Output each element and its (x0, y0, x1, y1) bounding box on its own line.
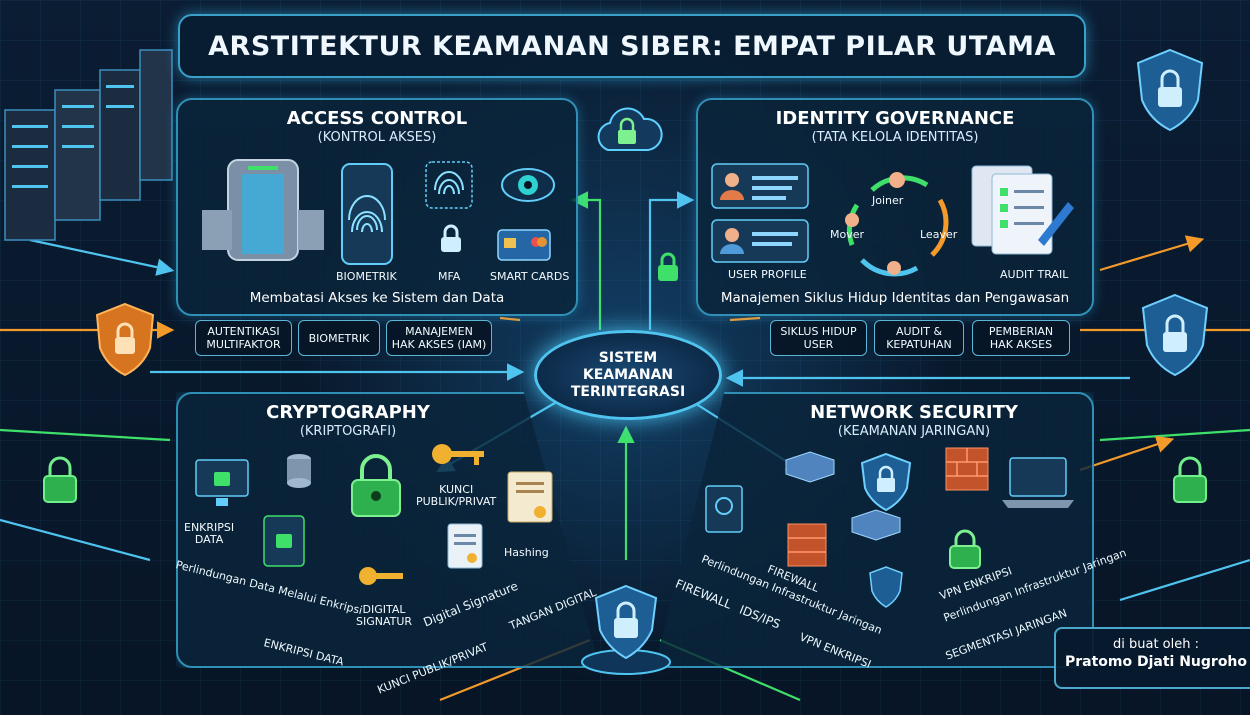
fingerprint-icon (425, 161, 473, 209)
shield-lock-icon (1141, 293, 1209, 377)
identity-governance-title: IDENTITY GOVERNANCE (775, 108, 1015, 129)
hub-line-2: KEAMANAN (582, 366, 674, 383)
padlock-icon (1173, 456, 1207, 503)
checklist-icon (971, 165, 1074, 255)
credit-author: Pratomo Djati Nugroho (1064, 654, 1248, 670)
label-hashing: Hashing (504, 546, 549, 559)
padlock-icon (43, 456, 77, 503)
label-user-profile: USER PROFILE (728, 268, 807, 281)
tag-audit-kepatuhan: AUDIT & KEPATUHAN (874, 320, 964, 356)
padlock-icon (441, 224, 461, 252)
tag-biometrik: BIOMETRIK (298, 320, 380, 356)
fingerprint-icon (341, 163, 393, 265)
firewall-icon (945, 447, 989, 491)
hub-line-1: SISTEM (598, 349, 658, 366)
tag-manajemen-hak-akses: MANAJEMEN HAK AKSES (IAM) (386, 320, 492, 356)
tag-autentikasi-multifaktor: AUTENTIKASI MULTIFAKTOR (195, 320, 292, 356)
network-security-subtitle: (KEAMANAN JARINGAN) (837, 424, 991, 439)
label-enkripsi-data: ENKRIPSI DATA (184, 521, 235, 546)
eye-icon (501, 168, 555, 202)
label-kunci-publik-privat: KUNCI PUBLIK/PRIVAT (416, 483, 497, 508)
page-title: ARSTITEKTUR KEAMANAN SIBER: EMPAT PILAR … (178, 14, 1086, 78)
certificate-icon (447, 523, 483, 569)
access-control-caption: Membatasi Akses ke Sistem dan Data (249, 290, 505, 306)
key-icon (432, 444, 484, 465)
integrated-security-hub: SISTEM KEAMANAN TERINTEGRASI (534, 330, 722, 420)
padlock-icon (351, 454, 401, 517)
tag-siklus-hidup-user: SIKLUS HIDUP USER (770, 320, 867, 356)
label-digital-signatur: DIGITAL SIGNATUR (356, 603, 413, 628)
cryptography-subtitle: (KRIPTOGRAFI) (299, 424, 397, 439)
shield-lock-icon (95, 302, 155, 377)
access-control-subtitle: (KONTROL AKSES) (317, 130, 437, 145)
monitor-icon (195, 459, 249, 506)
server-icon (785, 451, 835, 483)
label-joiner: Joiner (872, 194, 904, 207)
access-control-panel: ACCESS CONTROL (KONTROL AKSES) BIOMETRIK… (176, 98, 578, 316)
label-leaver: Leaver (920, 228, 958, 241)
label-mfa: MFA (438, 270, 461, 283)
user-card-icon (711, 219, 809, 263)
lifecycle-cycle-icon (845, 172, 949, 277)
shield-lock-icon (869, 566, 903, 608)
firewall-icon (787, 523, 827, 567)
hub-line-3: TERINTEGRASI (570, 383, 686, 400)
server-rack-icon (4, 49, 173, 241)
network-security-title: NETWORK SECURITY (810, 402, 1018, 423)
laptop-icon (1002, 457, 1074, 508)
cryptography-title: CRYPTOGRAPHY (266, 402, 430, 423)
identity-governance-panel: IDENTITY GOVERNANCE (TATA KELOLA IDENTIT… (696, 98, 1094, 316)
smart-card-icon (497, 229, 551, 261)
credit-box: di buat oleh : Pratomo Djati Nugroho (1054, 627, 1250, 689)
shield-lock-icon (860, 452, 912, 512)
user-card-icon (711, 163, 809, 209)
label-biometrik: BIOMETRIK (336, 270, 397, 283)
identity-governance-subtitle: (TATA KELOLA IDENTITAS) (811, 130, 979, 145)
tag-pemberian-hak-akses: PEMBERIAN HAK AKSES (972, 320, 1070, 356)
padlock-icon (658, 252, 678, 281)
cloud-lock-icon (597, 107, 663, 151)
label-mover: Mover (830, 228, 865, 241)
turnstile-gate-icon (202, 159, 324, 261)
cryptography-panel: CRYPTOGRAPHY (KRIPTOGRAFI) (176, 392, 600, 668)
server-icon (851, 509, 901, 541)
label-smart-cards: SMART CARDS (490, 270, 570, 283)
monitor-icon (263, 515, 305, 567)
shield-lock-icon (581, 584, 671, 675)
monitor-icon (705, 485, 743, 533)
label-audit-trail: AUDIT TRAIL (1000, 268, 1069, 281)
access-control-title: ACCESS CONTROL (286, 108, 468, 129)
certificate-icon (507, 471, 553, 523)
padlock-icon (949, 529, 981, 569)
credit-line-1: di buat oleh : (1113, 637, 1199, 652)
key-icon (359, 567, 403, 585)
identity-governance-caption: Manajemen Siklus Hidup Identitas dan Pen… (720, 290, 1070, 306)
database-icon (287, 454, 311, 488)
shield-lock-icon (1136, 48, 1204, 132)
